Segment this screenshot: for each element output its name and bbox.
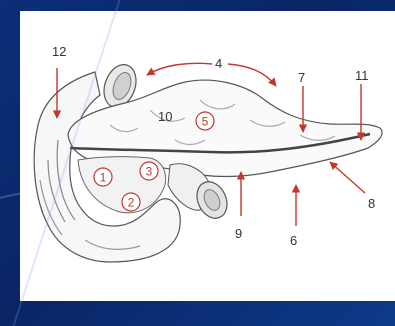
marker-5-text: 5 [202,115,209,129]
arrow-8 [330,162,365,193]
marker-2: 2 [122,193,140,211]
arrow-4-right [228,64,276,86]
marker-3-text: 3 [146,165,153,179]
marker-1: 1 [94,168,112,186]
label-10: 10 [158,109,172,124]
label-8: 8 [368,196,375,211]
diagram-panel: 1 2 3 5 [20,11,395,301]
arrow-4-left [147,63,212,75]
marker-2-text: 2 [128,196,135,210]
label-12: 12 [52,44,66,59]
pancreas-diagram: 1 2 3 5 [20,11,395,301]
marker-3: 3 [140,162,158,180]
label-9: 9 [235,226,242,241]
marker-5: 5 [196,112,214,130]
label-7: 7 [298,70,305,85]
label-11: 11 [355,68,369,83]
label-4: 4 [215,56,222,71]
marker-1-text: 1 [100,171,107,185]
label-6: 6 [290,233,297,248]
